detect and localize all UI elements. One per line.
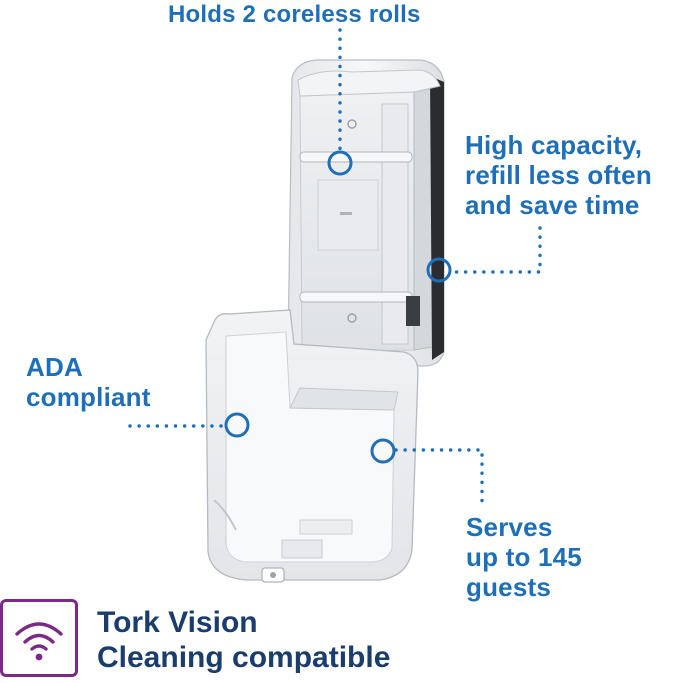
callout-capacity-line-2: refill less often — [465, 160, 652, 190]
tork-vision-badge — [0, 599, 78, 677]
callout-guests-line-1: Serves — [466, 512, 553, 542]
dispenser-front-door — [205, 309, 419, 583]
callout-markers — [224, 150, 452, 464]
badge-line-2: Cleaning compatible — [97, 641, 391, 674]
callout-guests-line-3: guests — [466, 572, 552, 602]
dispenser-back-housing — [287, 59, 445, 367]
callout-ada-line-2: compliant — [26, 382, 151, 412]
marker-guests — [370, 438, 396, 464]
callout-capacity-line-3: and save time — [465, 190, 640, 220]
callout-ada-line-1: ADA — [26, 352, 83, 382]
callout-leaders — [128, 28, 542, 508]
callout-guests-line-2: up to 145 — [466, 542, 582, 572]
callout-ada-compliant: ADA compliant — [26, 352, 151, 412]
callout-rolls-line-1: Holds 2 coreless rolls — [168, 1, 421, 28]
badge-line-1: Tork Vision — [97, 606, 258, 639]
callout-serves-guests: Serves up to 145 guests — [466, 512, 582, 602]
callout-capacity-line-1: High capacity, — [465, 130, 643, 160]
marker-rolls — [327, 150, 353, 176]
callout-high-capacity: High capacity, refill less often and sav… — [465, 130, 652, 220]
marker-capacity — [426, 257, 452, 283]
wifi-signal-icon — [15, 622, 63, 661]
marker-ada — [224, 412, 250, 438]
callout-holds-rolls: Holds 2 coreless rolls — [168, 0, 421, 30]
tork-vision-text: Tork Vision Cleaning compatible — [97, 605, 390, 675]
